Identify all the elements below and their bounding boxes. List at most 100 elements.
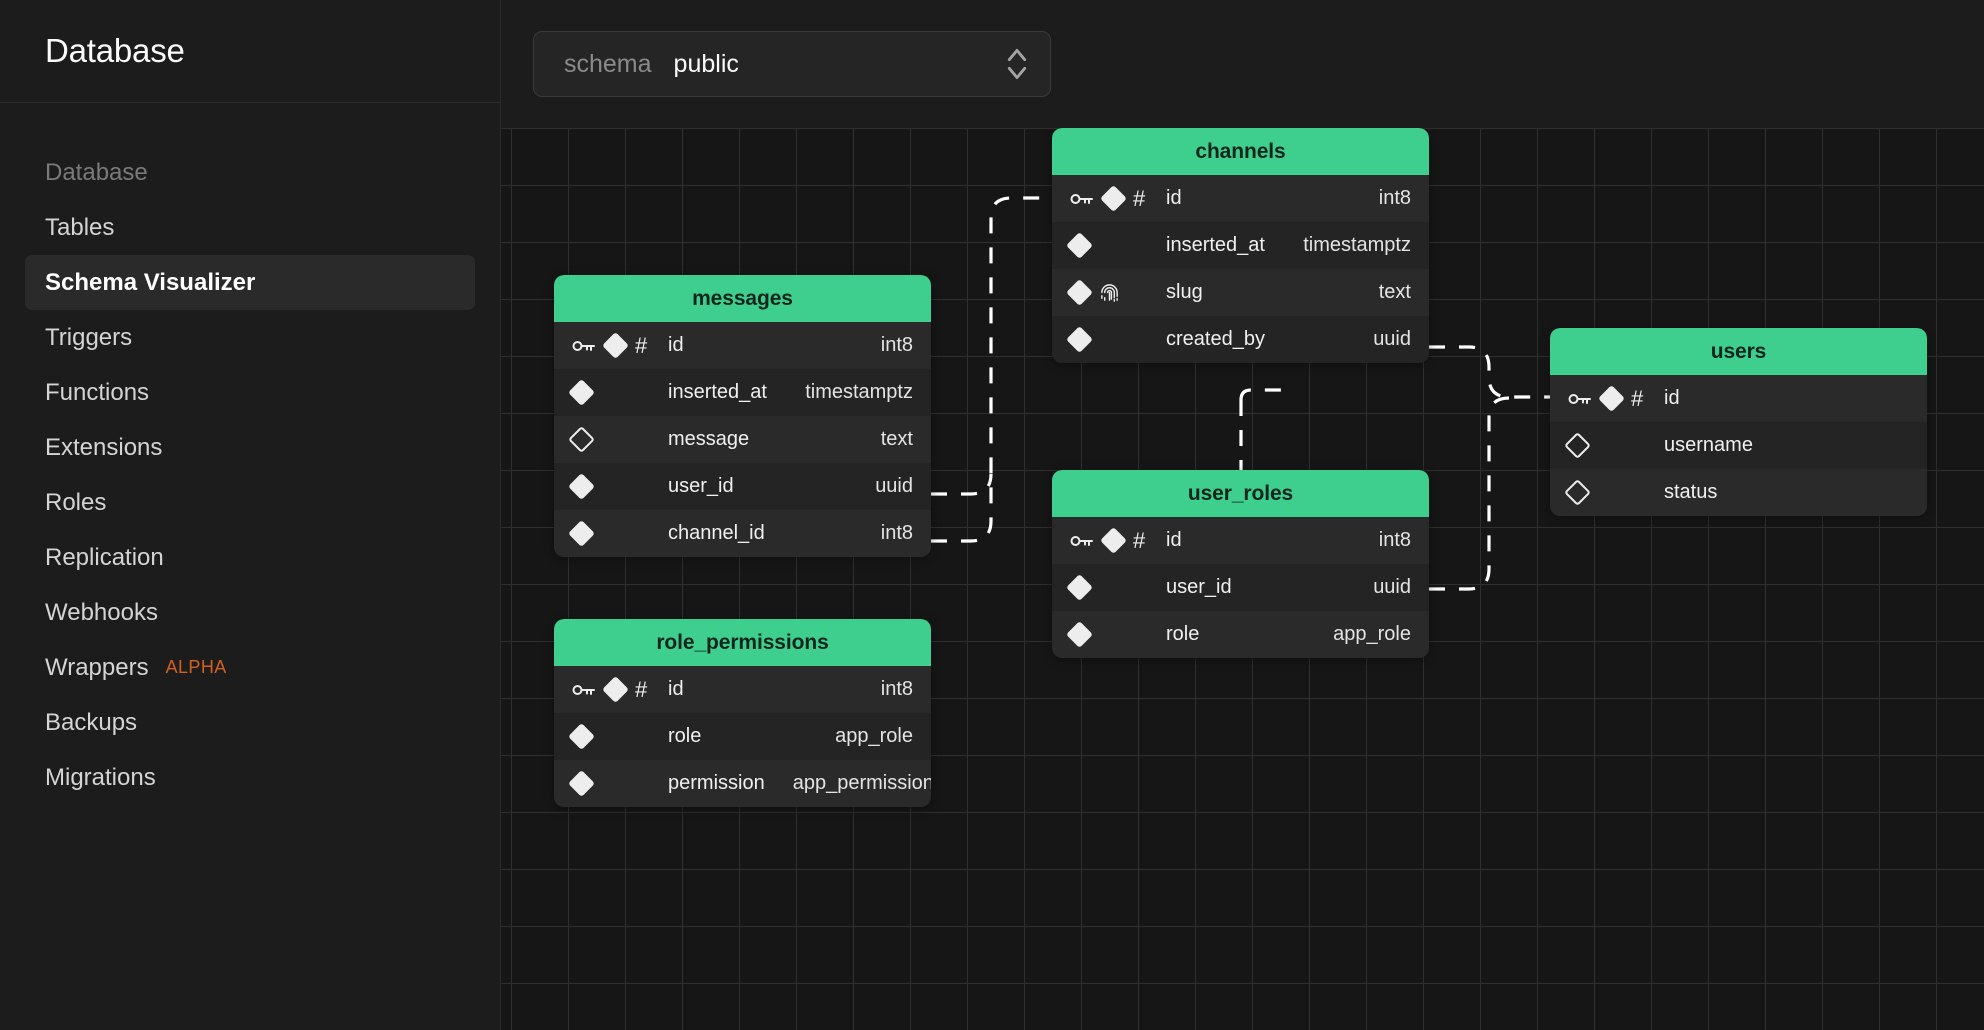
erd-column-name: role — [1166, 623, 1200, 645]
erd-column-row[interactable]: status — [1550, 469, 1927, 516]
erd-column-row[interactable]: username — [1550, 422, 1927, 469]
erd-table-header[interactable]: channels — [1052, 128, 1429, 175]
sidebar-item-label: Roles — [45, 488, 107, 516]
erd-column-row[interactable]: #id — [1550, 375, 1927, 422]
erd-table-header[interactable]: user_roles — [1052, 470, 1429, 517]
erd-column-icons: # — [1070, 185, 1156, 212]
sidebar-item-tables[interactable]: Tables — [25, 200, 475, 255]
erd-table-header[interactable]: messages — [554, 275, 931, 322]
erd-column-icons — [1066, 574, 1156, 601]
hash-icon: # — [635, 332, 648, 358]
erd-column-type: app_role — [835, 725, 913, 747]
fingerprint-icon — [1101, 284, 1118, 302]
erd-column-icons: # — [572, 676, 658, 703]
sidebar-item-replication[interactable]: Replication — [25, 530, 475, 585]
schema-select-value: public — [673, 49, 739, 78]
erd-column-name: status — [1664, 481, 1718, 503]
erd-column-name: slug — [1166, 281, 1203, 303]
erd-column-type: uuid — [1373, 328, 1411, 350]
erd-column-name: id — [668, 334, 684, 356]
main-content: schema public — [501, 0, 1984, 1030]
hash-icon: # — [1631, 385, 1644, 411]
erd-column-icons — [1066, 232, 1156, 259]
sidebar-item-label: Triggers — [45, 323, 133, 351]
erd-column-row[interactable]: role app_role — [554, 713, 931, 760]
erd-table-title: messages — [692, 286, 793, 310]
sidebar-item-label: Functions — [45, 378, 150, 406]
erd-column-name: created_by — [1166, 328, 1265, 350]
sidebar-item-database: Database — [25, 145, 475, 200]
erd-column-row[interactable]: # id int8 — [554, 322, 931, 369]
sidebar-item-roles[interactable]: Roles — [25, 475, 475, 530]
erd-column-icons — [568, 473, 658, 500]
erd-column-name: id — [668, 678, 684, 700]
diamond-filled-icon — [568, 379, 595, 406]
erd-column-icons — [1066, 326, 1156, 353]
diamond-filled-icon — [602, 676, 629, 703]
schema-select[interactable]: schema public — [533, 31, 1051, 97]
erd-column-type: timestamptz — [1303, 234, 1411, 256]
erd-column-name: role — [668, 725, 702, 747]
erd-column-type: int8 — [880, 334, 913, 356]
sidebar-item-migrations[interactable]: Migrations — [25, 750, 475, 805]
sidebar-item-label: Replication — [45, 543, 164, 571]
key-icon — [572, 340, 595, 351]
erd-table-header[interactable]: users — [1550, 328, 1927, 375]
erd-column-type: int8 — [1378, 529, 1411, 551]
erd-column-type: app_permission — [792, 772, 931, 794]
diamond-hollow-icon — [568, 426, 595, 453]
sidebar-item-webhooks[interactable]: Webhooks — [25, 585, 475, 640]
sidebar-item-label: Tables — [45, 213, 115, 241]
sidebar-item-label: Backups — [45, 708, 138, 736]
erd-column-icons — [568, 426, 658, 453]
erd-table-header[interactable]: role_permissions — [554, 619, 931, 666]
sidebar-item-label: Wrappers — [45, 653, 149, 681]
page-title: Database — [45, 32, 185, 69]
sidebar-item-triggers[interactable]: Triggers — [25, 310, 475, 365]
erd-column-row[interactable]: created_by uuid — [1052, 316, 1429, 363]
sidebar-item-label: Extensions — [45, 433, 163, 461]
erd-column-icons — [568, 770, 658, 797]
diamond-filled-icon — [1066, 326, 1093, 353]
sidebar-item-label: Database — [45, 158, 148, 186]
diamond-filled-icon — [568, 473, 595, 500]
erd-table-title: users — [1710, 339, 1767, 363]
diamond-filled-icon — [1066, 574, 1093, 601]
sidebar-item-schema-visualizer[interactable]: Schema Visualizer — [25, 255, 475, 310]
erd-table-title: role_permissions — [656, 630, 829, 654]
diamond-hollow-icon — [1564, 479, 1591, 506]
erd-column-icons — [568, 723, 658, 750]
erd-column-name: message — [668, 428, 750, 450]
erd-column-name: user_id — [668, 475, 734, 497]
erd-column-icons — [1066, 621, 1156, 648]
key-icon — [1070, 535, 1093, 546]
sidebar-item-functions[interactable]: Functions — [25, 365, 475, 420]
erd-column-icons — [568, 520, 658, 547]
sidebar-item-extensions[interactable]: Extensions — [25, 420, 475, 475]
erd-column-name: inserted_at — [668, 381, 767, 403]
sidebar-item-backups[interactable]: Backups — [25, 695, 475, 750]
erd-table-title: channels — [1195, 139, 1286, 163]
diamond-filled-icon — [1066, 621, 1093, 648]
erd-column-icons — [1564, 479, 1654, 506]
